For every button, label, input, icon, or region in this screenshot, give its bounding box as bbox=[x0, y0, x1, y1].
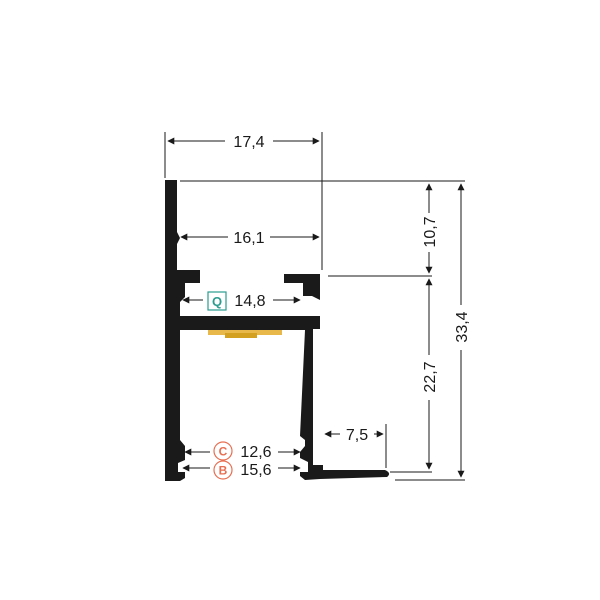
badge-b-circle bbox=[213, 460, 233, 480]
dim-inner-width: 16,1 bbox=[233, 230, 264, 247]
dim-total-height: 33,4 bbox=[454, 311, 471, 342]
dim-flange: 7,5 bbox=[346, 427, 368, 444]
dimension-lines bbox=[167, 137, 465, 478]
badge-q-frame bbox=[207, 291, 227, 311]
dim-top-width: 17,4 bbox=[233, 134, 264, 151]
dim-lower-height: 22,7 bbox=[422, 361, 439, 392]
led-strip-body bbox=[208, 330, 282, 335]
badges: Q C B bbox=[207, 291, 233, 480]
badge-c-circle bbox=[213, 441, 233, 461]
led-chip bbox=[225, 333, 257, 338]
badge-c: C bbox=[219, 445, 228, 459]
badge-b: B bbox=[219, 464, 228, 478]
led-strip bbox=[208, 330, 282, 338]
badge-q: Q bbox=[212, 294, 222, 309]
dim-c-width: 12,6 bbox=[240, 444, 271, 461]
extension-lines bbox=[164, 132, 465, 481]
dimension-labels: 17,4 16,1 14,8 12,6 15,6 7,5 10,7 22,7 3… bbox=[233, 134, 471, 479]
dim-b-width: 15,6 bbox=[240, 462, 271, 479]
dim-q-width: 14,8 bbox=[234, 293, 265, 310]
dim-upper-height: 10,7 bbox=[422, 216, 439, 247]
